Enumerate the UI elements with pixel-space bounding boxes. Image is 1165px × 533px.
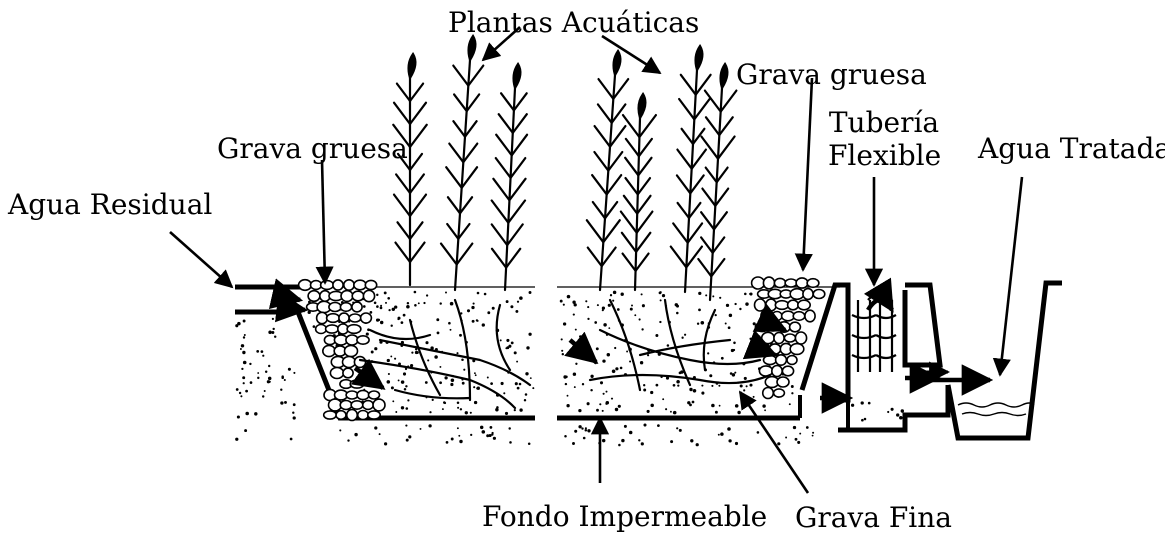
label-grava-fina: Grava Fina (795, 503, 952, 532)
label-tuberia-line1: Tubería (828, 108, 940, 137)
label-grava-gruesa-left: Grava gruesa (217, 134, 408, 163)
label-tuberia-flexible: Tubería Flexible (828, 108, 940, 171)
coarse-gravel-right (752, 277, 825, 399)
flow-arrows (278, 295, 990, 398)
bed-left-outline (235, 287, 535, 418)
treated-water (958, 403, 1034, 416)
aquatic-plants (393, 36, 736, 300)
label-agua-tratada: Agua Tratada (978, 134, 1165, 163)
label-grava-gruesa-right: Grava gruesa (736, 60, 927, 89)
label-plantas-acuaticas: Plantas Acuáticas (448, 8, 699, 37)
label-tuberia-line2: Flexible (828, 141, 940, 170)
label-agua-residual: Agua Residual (8, 190, 212, 219)
label-fondo-impermeable: Fondo Impermeable (482, 502, 767, 531)
